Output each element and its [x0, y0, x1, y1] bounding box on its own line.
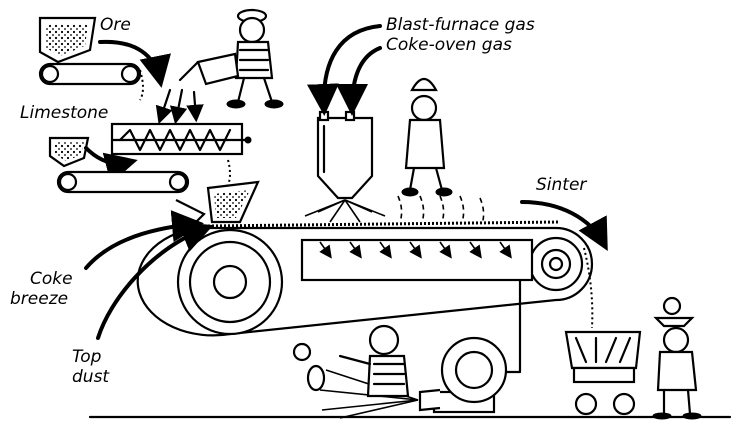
label-limestone: Limestone	[20, 103, 108, 123]
water-spray	[160, 90, 196, 120]
label-ore: Ore	[100, 15, 131, 35]
worker-at-fan	[294, 326, 408, 396]
label-top-line-2: dust	[72, 367, 110, 387]
feed-chute	[176, 160, 258, 222]
mixing-screw	[112, 124, 251, 154]
gas-arrow-2	[352, 48, 380, 108]
label-top-line-1: Top	[72, 347, 102, 367]
officer-figure	[653, 298, 701, 419]
firefighter-figure	[402, 79, 452, 196]
worker-with-watering-can	[180, 10, 283, 108]
label-gas-line-1: Blast-furnace gas	[386, 15, 535, 35]
sinter-car	[566, 332, 640, 414]
limestone-conveyor	[58, 172, 188, 192]
windbox	[302, 240, 532, 280]
label-coke-line-1: Coke	[30, 269, 73, 289]
label-coke-line-2: breeze	[10, 289, 68, 309]
label-gas-line-2: Coke-oven gas	[386, 35, 512, 55]
heat-lines	[398, 196, 484, 224]
sinter-strand	[138, 222, 592, 335]
exhaust-fan	[420, 338, 506, 412]
ignition-hood	[305, 112, 385, 222]
label-sinter: Sinter	[536, 175, 587, 195]
